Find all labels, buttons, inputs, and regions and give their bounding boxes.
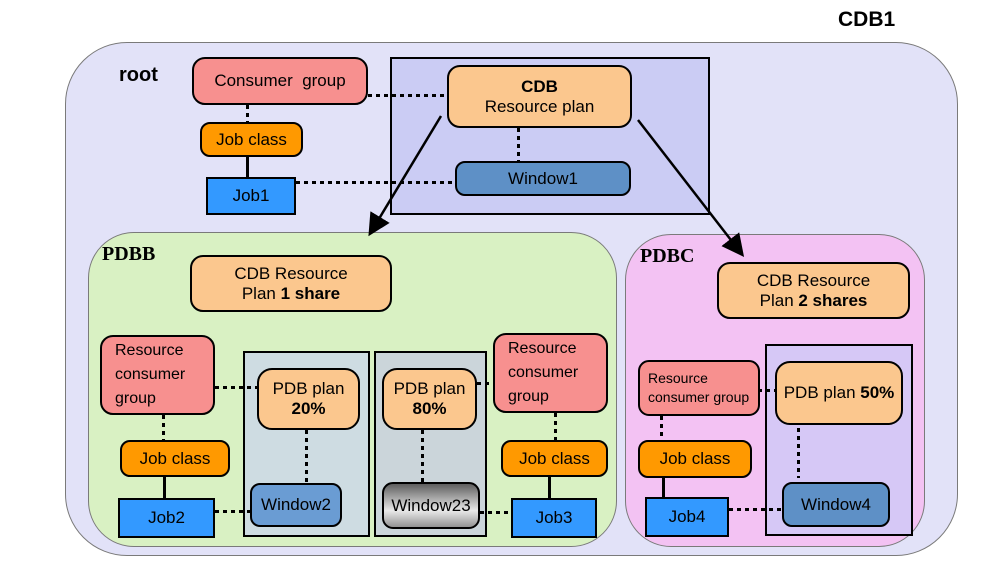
pdb-plan-80-box: PDB plan 80% bbox=[382, 368, 477, 430]
pdbb-resource-consumer-group-left-box: Resource consumer group bbox=[100, 335, 215, 415]
cdb-resource-plan-title: CDB bbox=[521, 76, 558, 96]
pdbb-plan-line1: CDB Resource bbox=[234, 263, 348, 283]
dotted-link-job4-window4 bbox=[729, 508, 783, 511]
pdbc-job4-box: Job4 bbox=[645, 497, 729, 537]
pdbc-cdb-resource-plan-box: CDB Resource Plan 2 shares bbox=[717, 262, 910, 319]
root-label: root bbox=[119, 64, 158, 86]
pdbb-resource-consumer-group-right-box: Resource consumer group bbox=[493, 333, 608, 413]
cdb-resource-plan-box: CDB Resource plan bbox=[447, 65, 632, 128]
dotted-link-pdb50-window4 bbox=[797, 428, 800, 478]
dotted-link-rcg-jobclass-pdbc bbox=[660, 416, 663, 440]
dotted-link-pdb80-window23 bbox=[421, 430, 424, 482]
root-job-class-label: Job class bbox=[216, 129, 287, 149]
pdbb-job-class-left-box: Job class bbox=[120, 440, 230, 477]
pdbc-job-class-box: Job class bbox=[638, 440, 752, 478]
dotted-link-consumergroup-cdbplan bbox=[368, 94, 448, 97]
pdbb-label: PDBB bbox=[102, 243, 156, 265]
cdb-resource-plan-subtitle: Resource plan bbox=[484, 96, 595, 116]
root-job-class-box: Job class bbox=[200, 122, 303, 157]
window2-box: Window2 bbox=[250, 483, 342, 527]
solid-link-jobclass-job3 bbox=[548, 477, 551, 498]
dotted-link-consumergroup-jobclass bbox=[246, 105, 249, 123]
window1-label: Window1 bbox=[508, 168, 578, 188]
pdbb-cdb-resource-plan-box: CDB Resource Plan 1 share bbox=[190, 255, 392, 312]
pdbb-job-class-right-box: Job class bbox=[501, 440, 608, 477]
solid-link-jobclass-job4 bbox=[662, 478, 665, 497]
solid-link-jobclass-job1 bbox=[246, 156, 249, 178]
root-consumer-group-label: Consumer group bbox=[214, 71, 346, 90]
diagram-title-cdb1: CDB1 bbox=[838, 8, 896, 31]
dotted-link-pdb20-window2 bbox=[305, 430, 308, 483]
window1-box: Window1 bbox=[455, 161, 631, 196]
dotted-link-job1-window1 bbox=[296, 181, 456, 184]
pdbc-label: PDBC bbox=[640, 245, 695, 267]
solid-link-jobclass-job2 bbox=[163, 477, 166, 498]
root-job1-label: Job1 bbox=[232, 186, 270, 205]
dotted-link-rcg-pdb50 bbox=[758, 389, 776, 392]
dotted-link-cdbplan-window1 bbox=[517, 128, 520, 161]
pdbc-resource-consumer-group-box: Resource consumer group bbox=[638, 360, 760, 416]
dotted-link-rcgleft-pdb20 bbox=[215, 386, 258, 389]
dotted-link-job2-window2 bbox=[215, 510, 251, 513]
root-job1-box: Job1 bbox=[206, 177, 296, 215]
dotted-link-rcgright-jobclass bbox=[554, 413, 557, 440]
window23-box: Window23 bbox=[382, 482, 480, 529]
pdb-plan-50-box: PDB plan 50% bbox=[775, 361, 903, 425]
pdbb-plan-line2: Plan 1 share bbox=[241, 283, 341, 303]
dotted-link-pdb80-rcgright bbox=[477, 382, 494, 385]
pdbb-job3-box: Job3 bbox=[511, 498, 597, 538]
dotted-link-window23-job3 bbox=[480, 511, 512, 514]
window4-box: Window4 bbox=[782, 482, 890, 527]
pdbc-plan-line2: Plan 2 shares bbox=[759, 290, 868, 310]
pdb-plan-20-box: PDB plan 20% bbox=[257, 368, 360, 430]
dotted-link-rcgleft-jobclass bbox=[162, 415, 165, 440]
pdbb-job2-box: Job2 bbox=[118, 498, 215, 538]
root-consumer-group-box: Consumer group bbox=[192, 57, 368, 105]
pdb-plan-50-label: PDB plan 50% bbox=[783, 383, 895, 402]
